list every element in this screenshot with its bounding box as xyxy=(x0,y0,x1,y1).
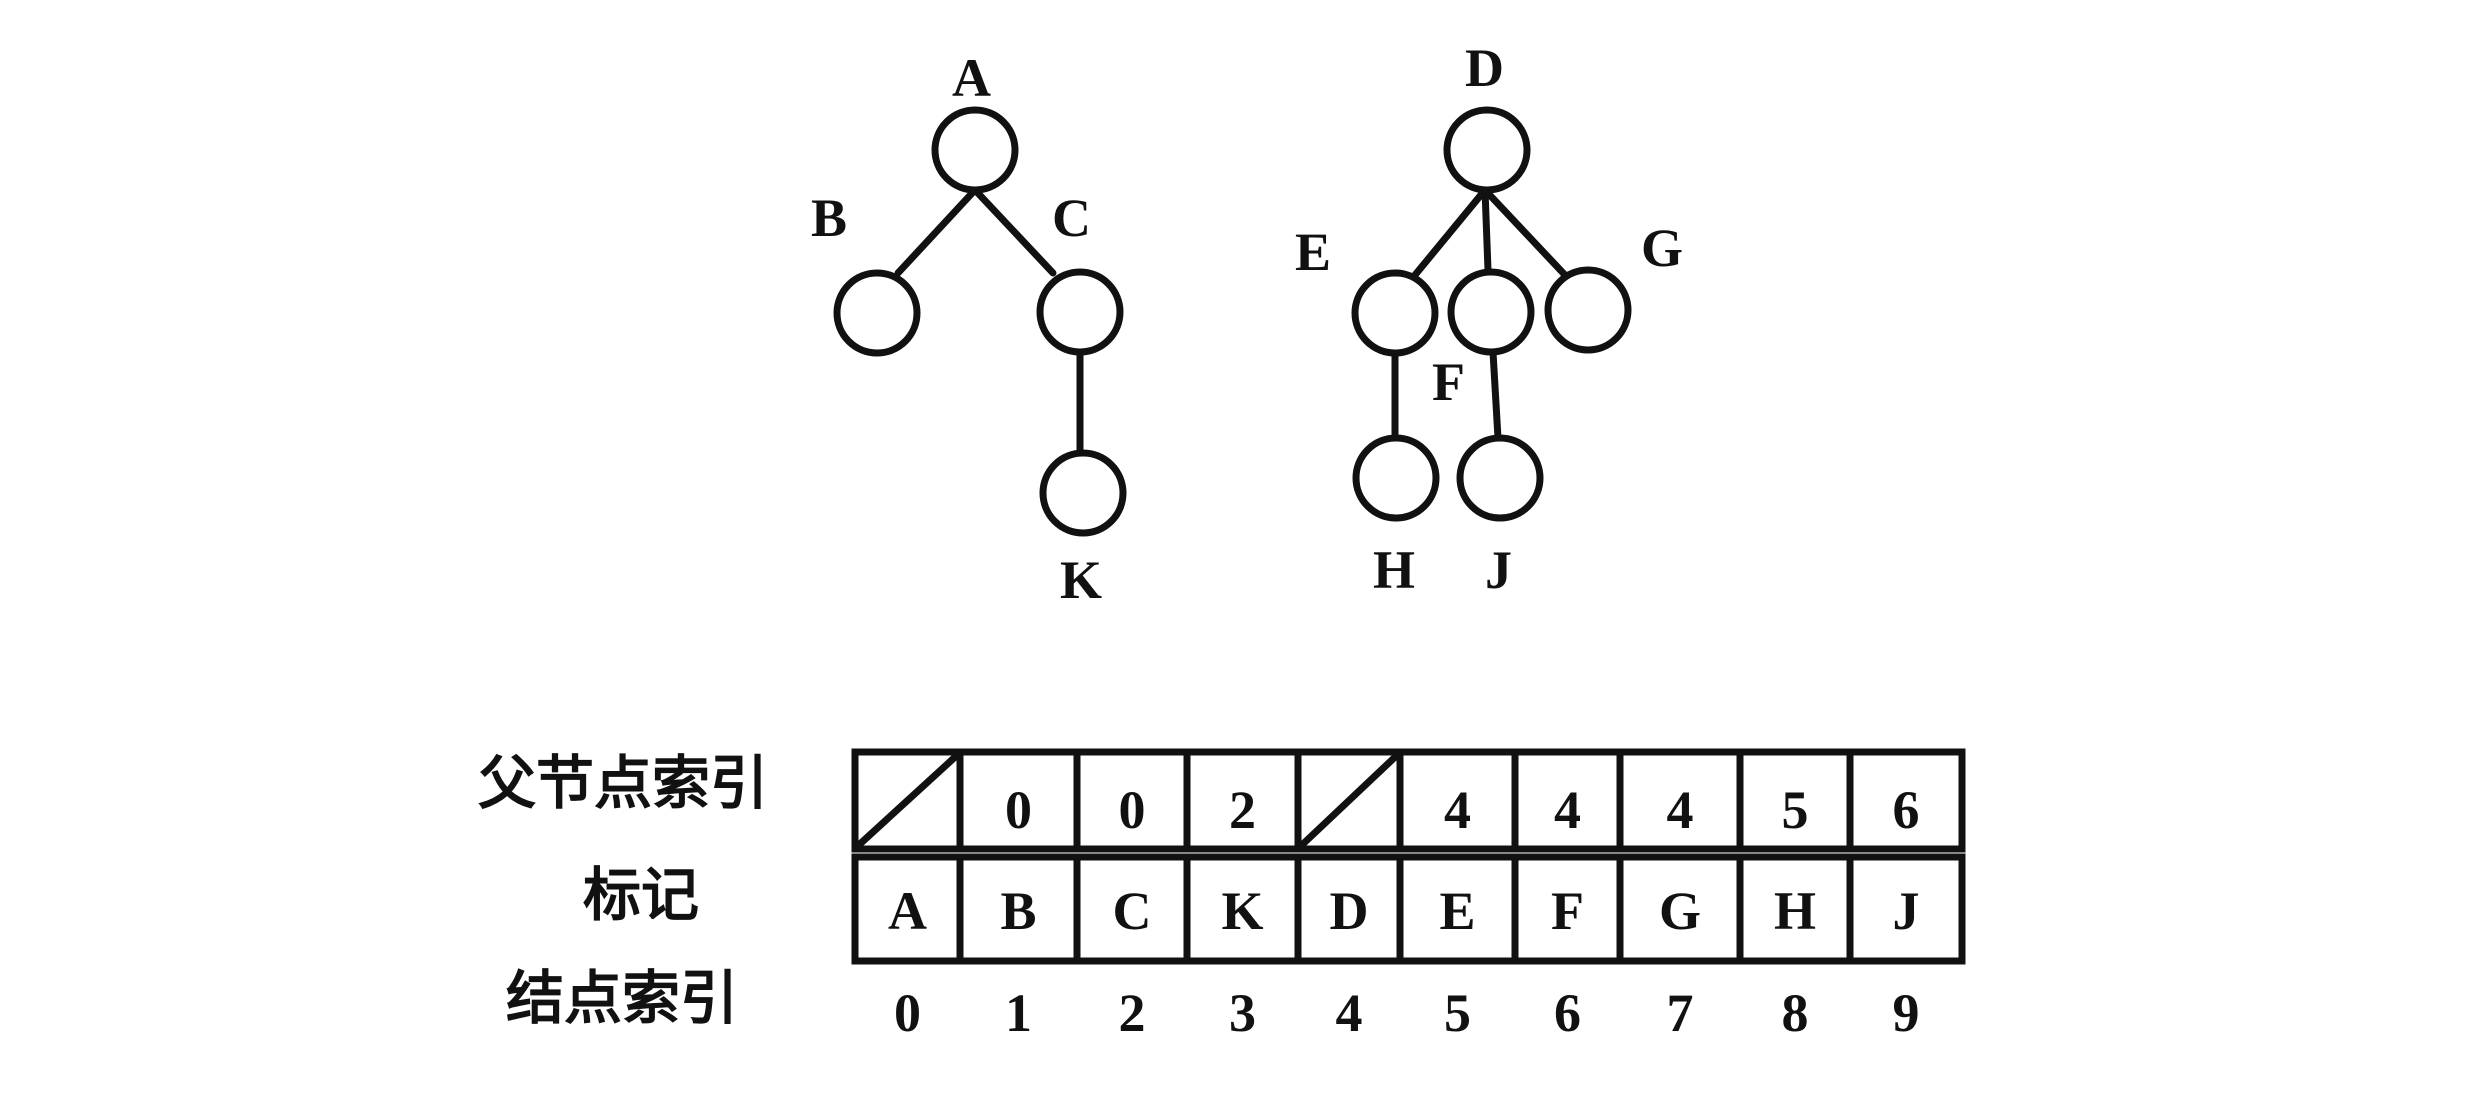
edge-A-C xyxy=(971,186,1057,277)
parent-index-value: 4 xyxy=(1554,780,1581,840)
parent-index-cell: 6 xyxy=(1846,748,1966,853)
mark-cell: C xyxy=(1073,853,1191,965)
parent-index-cell: 4 xyxy=(1511,748,1624,853)
parent-index-cell-box xyxy=(1073,748,1191,853)
mark-cell-box xyxy=(851,853,964,965)
parent-index-value: 5 xyxy=(1782,780,1809,840)
parent-index-cell: 5 xyxy=(1736,748,1854,853)
node-B xyxy=(833,269,921,357)
parent-index-cell: 0 xyxy=(956,748,1081,853)
parent-index-value: 4 xyxy=(1667,780,1694,840)
row-label-parent-index: 父节点索引 xyxy=(478,749,768,817)
mark-cell: E xyxy=(1396,853,1519,965)
parent-index-row: 0 0 2 4 4 4 5 6 xyxy=(851,748,1966,853)
null-parent-slash xyxy=(1300,754,1398,847)
mark-cell-box xyxy=(1736,853,1854,965)
node-index-value: 1 xyxy=(1005,983,1032,1043)
node-label-F: F xyxy=(1432,352,1465,412)
node-index-value: 8 xyxy=(1782,983,1809,1043)
mark-cell: B xyxy=(956,853,1081,965)
tree-1: A B C K xyxy=(811,48,1127,610)
mark-value: J xyxy=(1893,881,1920,941)
mark-value: F xyxy=(1551,881,1584,941)
node-label-B: B xyxy=(811,188,847,248)
mark-value: A xyxy=(888,881,927,941)
mark-value: D xyxy=(1330,881,1369,941)
node-index-value: 7 xyxy=(1667,983,1694,1043)
mark-cell-box xyxy=(1846,853,1966,965)
node-index-value: 5 xyxy=(1444,983,1471,1043)
node-index-value: 4 xyxy=(1336,983,1363,1043)
edge-F-J xyxy=(1489,348,1502,442)
node-label-A: A xyxy=(952,48,991,108)
node-J xyxy=(1456,434,1544,522)
edge-D-E xyxy=(1411,186,1489,279)
null-parent-slash xyxy=(857,754,958,847)
mark-value: K xyxy=(1221,881,1263,941)
node-C xyxy=(1036,268,1124,356)
node-label-J: J xyxy=(1485,540,1512,600)
parent-index-cell: 2 xyxy=(1183,748,1302,853)
node-index-value: 9 xyxy=(1893,983,1920,1043)
mark-cell: J xyxy=(1846,853,1966,965)
node-label-D: D xyxy=(1465,38,1504,98)
node-F xyxy=(1447,268,1535,356)
mark-cell: K xyxy=(1183,853,1302,965)
parent-index-value: 2 xyxy=(1229,780,1256,840)
mark-cell: D xyxy=(1294,853,1404,965)
node-label-C: C xyxy=(1052,188,1091,248)
parent-index-cell: 4 xyxy=(1616,748,1744,853)
mark-value: C xyxy=(1113,881,1152,941)
node-index-row: 0 1 2 3 4 5 6 7 8 9 xyxy=(894,983,1920,1043)
node-G xyxy=(1544,266,1632,354)
parent-index-cell-box xyxy=(1396,748,1519,853)
node-index-value: 0 xyxy=(894,983,921,1043)
edge-D-G xyxy=(1481,186,1569,279)
parent-index-cell: 0 xyxy=(1073,748,1191,853)
parent-index-value: 4 xyxy=(1444,780,1471,840)
parent-index-cell xyxy=(851,748,964,853)
node-label-K: K xyxy=(1060,550,1102,610)
tree-2: D E F G H J xyxy=(1295,38,1683,600)
mark-cell-box xyxy=(956,853,1081,965)
node-label-G: G xyxy=(1641,218,1683,278)
node-index-value: 6 xyxy=(1554,983,1581,1043)
parent-index-cell-box xyxy=(956,748,1081,853)
parent-index-cell xyxy=(1294,748,1404,853)
row-label-node-index: 结点索引 xyxy=(506,964,738,1032)
mark-cell: F xyxy=(1511,853,1624,965)
node-label-H: H xyxy=(1373,540,1415,600)
mark-cell: G xyxy=(1616,853,1744,965)
parent-index-value: 6 xyxy=(1893,780,1920,840)
edge-A-B xyxy=(894,186,979,277)
mark-cell-box xyxy=(1616,853,1744,965)
node-E xyxy=(1351,269,1439,357)
mark-value: E xyxy=(1439,881,1475,941)
mark-value: H xyxy=(1774,881,1816,941)
mark-cell: A xyxy=(851,853,964,965)
parent-index-value: 0 xyxy=(1119,780,1146,840)
mark-cell: H xyxy=(1736,853,1854,965)
node-label-E: E xyxy=(1295,222,1331,282)
parent-index-value: 0 xyxy=(1005,780,1032,840)
node-K xyxy=(1039,449,1127,537)
mark-value: G xyxy=(1659,881,1701,941)
row-labels: 父节点索引 标记 结点索引 xyxy=(478,749,768,1032)
parent-index-cell: 4 xyxy=(1396,748,1519,853)
edge-D-F xyxy=(1481,186,1492,274)
row-label-mark: 标记 xyxy=(583,861,699,929)
parent-index-cell-box xyxy=(1846,748,1966,853)
node-H xyxy=(1352,434,1440,522)
node-A xyxy=(931,106,1019,194)
node-index-value: 2 xyxy=(1119,983,1146,1043)
node-index-value: 3 xyxy=(1229,983,1256,1043)
node-D xyxy=(1443,106,1531,194)
mark-value: B xyxy=(1000,881,1036,941)
